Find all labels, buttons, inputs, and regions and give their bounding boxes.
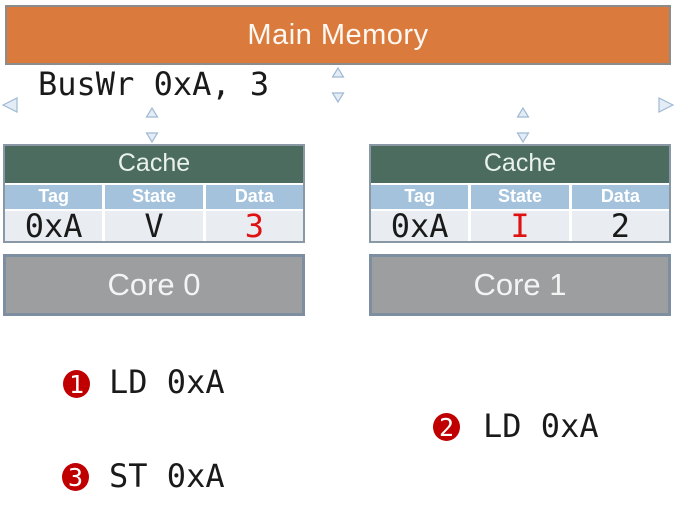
core0-box: Core 0 (3, 254, 305, 316)
cache1-table: Cache Tag State Data 0xA I 2 (369, 144, 671, 243)
step1-number: 1 (68, 369, 85, 399)
cache0-data-value: 3 (202, 210, 303, 242)
cache0-col-tag: Tag (5, 185, 103, 209)
step1-instruction: LD 0xA (109, 363, 225, 401)
step2-badge: 2 (433, 413, 460, 441)
cache1-column-headers: Tag State Data (371, 185, 669, 211)
cache0-column-headers: Tag State Data (5, 185, 303, 211)
cache1-state-value: I (468, 210, 569, 242)
main-memory-box: Main Memory (5, 5, 671, 65)
main-memory-label: Main Memory (247, 18, 429, 51)
memory-bus-arrow (331, 66, 345, 104)
step3-instruction: ST 0xA (109, 457, 225, 495)
core1-label: Core 1 (473, 267, 567, 302)
cache0-table: Cache Tag State Data 0xA V 3 (3, 144, 305, 243)
cache0-row: 0xA V 3 (5, 210, 303, 242)
step3-number: 3 (67, 462, 84, 492)
bus-cache0-arrow (145, 106, 159, 144)
core0-label: Core 0 (107, 267, 201, 302)
cache0-col-data: Data (202, 185, 303, 209)
cache0-col-state: State (102, 185, 203, 209)
step2-instruction: LD 0xA (483, 407, 599, 445)
step3-badge: 3 (62, 463, 89, 491)
step2-number: 2 (438, 412, 455, 442)
cache1-col-tag: Tag (371, 185, 469, 209)
cache1-col-state: State (468, 185, 569, 209)
cache1-title: Cache (371, 146, 669, 185)
bus-cache1-arrow (516, 106, 530, 144)
step1-badge: 1 (63, 370, 90, 398)
cache0-state-value: V (102, 210, 203, 242)
core1-box: Core 1 (369, 254, 671, 316)
bus-transaction-label: BusWr 0xA, 3 (38, 65, 270, 103)
cache1-data-value: 2 (568, 210, 669, 242)
cache0-tag-value: 0xA (5, 210, 103, 242)
cache1-col-data: Data (568, 185, 669, 209)
cache1-row: 0xA I 2 (371, 210, 669, 242)
cache0-title: Cache (5, 146, 303, 185)
cache1-tag-value: 0xA (371, 210, 469, 242)
